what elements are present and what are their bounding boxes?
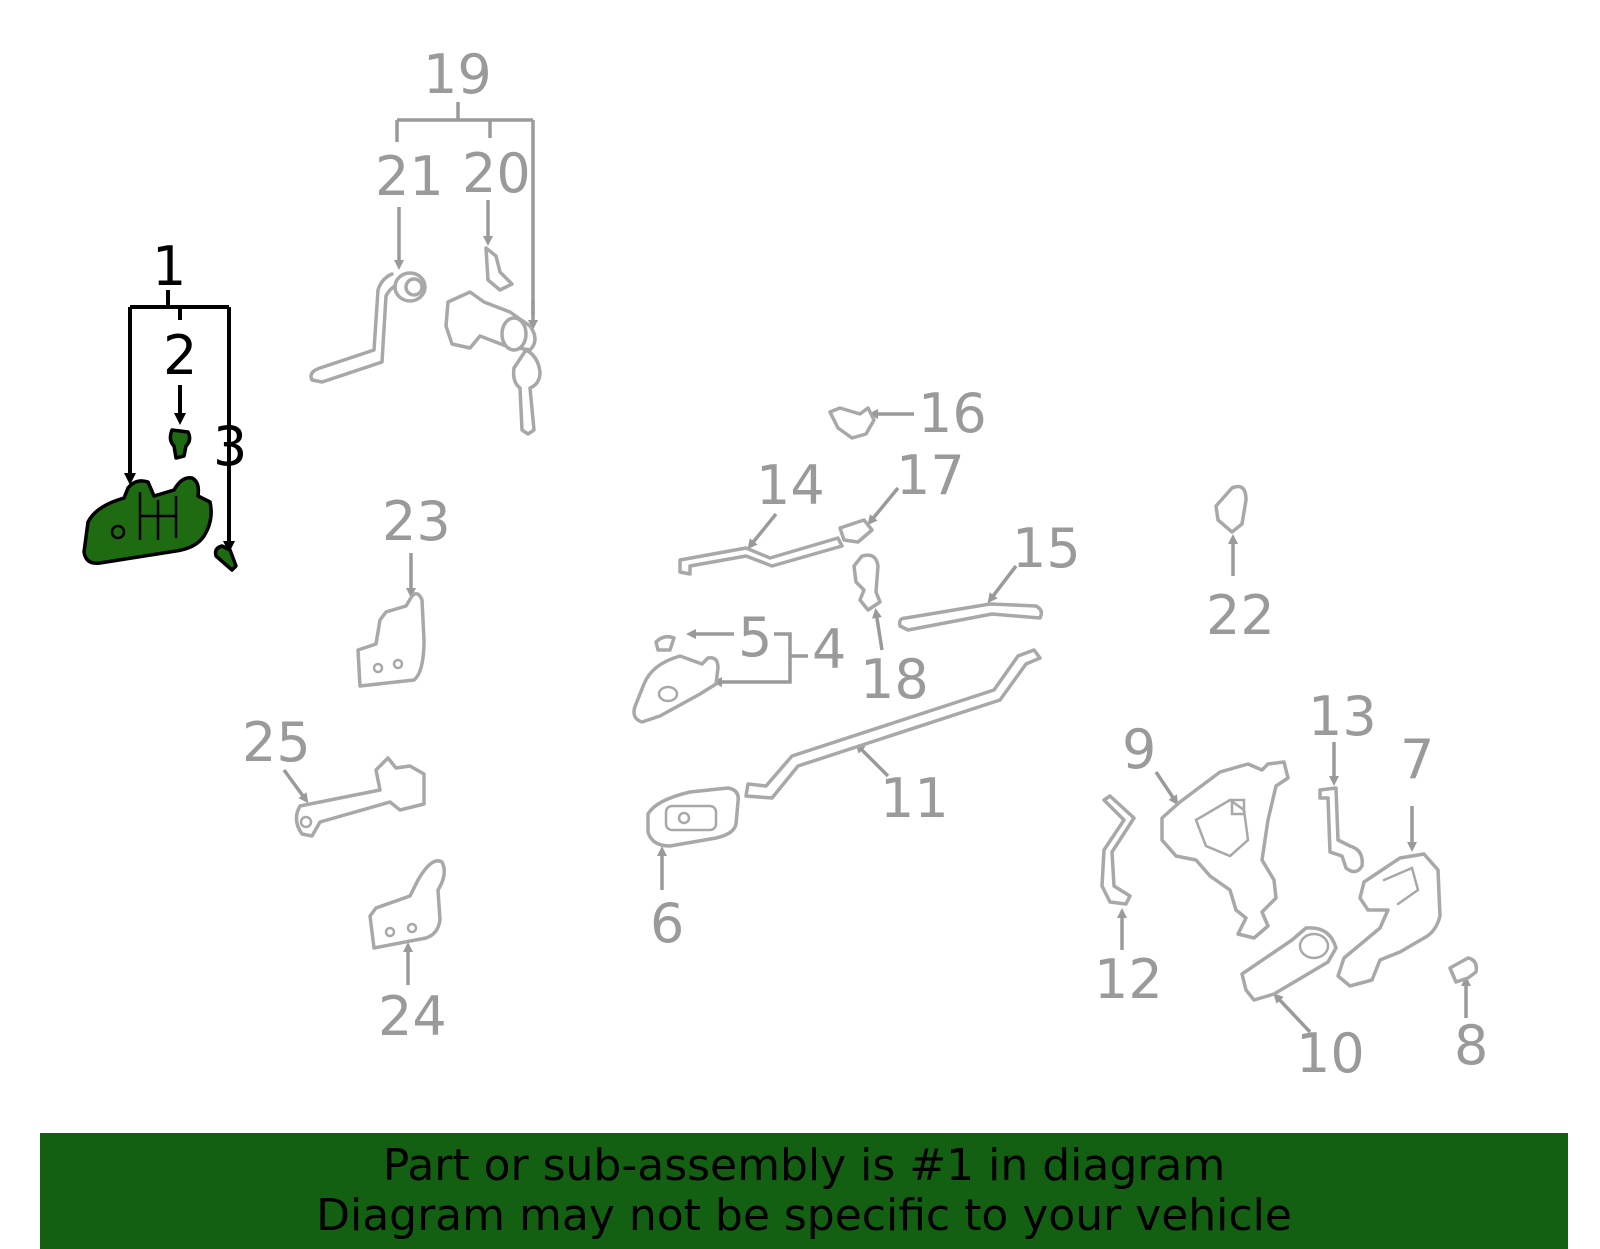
actuator-10-motor bbox=[1298, 932, 1330, 960]
callout-7[interactable]: 7 bbox=[1400, 728, 1434, 791]
callout-13[interactable]: 13 bbox=[1308, 685, 1377, 748]
inside-handle-part[interactable] bbox=[82, 476, 213, 566]
hinge-23-hole-a bbox=[372, 662, 384, 674]
cap-20-part[interactable] bbox=[484, 246, 514, 292]
screw-part[interactable] bbox=[213, 544, 238, 572]
part-group-7[interactable]: 7 bbox=[1336, 728, 1442, 988]
screw-8-part[interactable] bbox=[1448, 956, 1479, 984]
callout-24[interactable]: 24 bbox=[378, 985, 447, 1048]
handle-detail bbox=[138, 492, 178, 540]
callout-21[interactable]: 21 bbox=[375, 145, 444, 208]
cylinder-21-face bbox=[404, 277, 424, 297]
callout-1[interactable]: 1 bbox=[152, 235, 186, 298]
part-group-10[interactable]: 10 bbox=[1240, 926, 1365, 1085]
part-group-9[interactable]: 9 bbox=[1122, 718, 1290, 940]
part-group-8[interactable]: 8 bbox=[1448, 956, 1488, 1077]
part-group-19[interactable]: 19 21 20 bbox=[309, 43, 542, 436]
callout-15[interactable]: 15 bbox=[1012, 517, 1081, 580]
bracket-19 bbox=[395, 102, 535, 315]
rod-21-part[interactable] bbox=[309, 272, 406, 384]
screw-5-part[interactable] bbox=[654, 634, 676, 652]
actuator-10-part[interactable] bbox=[1240, 926, 1338, 1002]
callout-2[interactable]: 2 bbox=[163, 324, 197, 387]
info-banner: Part or sub-assembly is #1 in diagram Di… bbox=[40, 1133, 1568, 1249]
callout-11[interactable]: 11 bbox=[880, 767, 949, 830]
part-group-1[interactable]: 1 2 3 bbox=[82, 235, 247, 572]
callout-4[interactable]: 4 bbox=[812, 618, 846, 681]
part-group-13[interactable]: 13 bbox=[1308, 685, 1377, 874]
bezel-4-hole bbox=[657, 685, 679, 703]
callout-19[interactable]: 19 bbox=[423, 43, 492, 106]
arrow-11 bbox=[855, 743, 890, 778]
callout-20[interactable]: 20 bbox=[462, 142, 531, 205]
arrow-14 bbox=[747, 512, 778, 550]
lock-19-barrel bbox=[500, 316, 528, 352]
callout-16[interactable]: 16 bbox=[918, 382, 987, 445]
handle-6-part[interactable] bbox=[646, 786, 741, 848]
banner-line-2: Diagram may not be specific to your vehi… bbox=[316, 1190, 1292, 1241]
part-group-25[interactable]: 25 bbox=[242, 711, 426, 838]
arrow-15 bbox=[987, 564, 1018, 604]
part-group-24[interactable]: 24 bbox=[368, 859, 447, 1048]
latch-9-part[interactable] bbox=[1160, 760, 1290, 940]
callout-8[interactable]: 8 bbox=[1454, 1014, 1488, 1077]
callout-18[interactable]: 18 bbox=[860, 648, 929, 711]
arrow-25 bbox=[282, 768, 309, 804]
callout-17[interactable]: 17 bbox=[896, 444, 965, 507]
callout-25[interactable]: 25 bbox=[242, 711, 311, 774]
hinge-24-hole-a bbox=[384, 926, 396, 938]
bracket-4 bbox=[712, 632, 792, 687]
clip-part[interactable] bbox=[168, 428, 192, 460]
part-group-18[interactable]: 18 bbox=[852, 553, 929, 711]
arrow-10 bbox=[1273, 993, 1312, 1034]
part-group-12[interactable]: 12 bbox=[1094, 794, 1163, 1011]
check-25-part[interactable] bbox=[294, 756, 426, 838]
rod-11-part[interactable] bbox=[744, 648, 1042, 800]
callout-10[interactable]: 10 bbox=[1296, 1022, 1365, 1085]
handle-6-keyhole bbox=[677, 811, 691, 825]
bumper-22-part[interactable] bbox=[1214, 484, 1248, 534]
part-group-6[interactable]: 6 bbox=[646, 786, 741, 955]
handle-6-recess bbox=[664, 804, 718, 832]
callout-22[interactable]: 22 bbox=[1206, 584, 1275, 647]
lock-7-part[interactable] bbox=[1336, 852, 1442, 988]
latch-9-detail bbox=[1194, 798, 1250, 858]
part-group-14[interactable]: 14 bbox=[678, 454, 844, 576]
hinge-24-part[interactable] bbox=[368, 859, 446, 950]
part-group-16[interactable]: 16 bbox=[828, 382, 987, 445]
handle-hole bbox=[110, 524, 126, 540]
key-19-part[interactable] bbox=[511, 348, 542, 436]
part-group-17[interactable]: 17 bbox=[838, 444, 965, 544]
rod-15-part[interactable] bbox=[897, 602, 1044, 632]
banner-line-1: Part or sub-assembly is #1 in diagram bbox=[382, 1140, 1226, 1191]
hinge-23-part[interactable] bbox=[356, 592, 426, 688]
arrow-9 bbox=[1154, 771, 1179, 806]
part-group-22[interactable]: 22 bbox=[1206, 484, 1275, 648]
rod-13-part[interactable] bbox=[1318, 786, 1364, 874]
callout-5[interactable]: 5 bbox=[738, 606, 772, 669]
arrow-17 bbox=[867, 486, 900, 526]
callout-6[interactable]: 6 bbox=[650, 892, 684, 955]
rod-14-part[interactable] bbox=[678, 536, 844, 576]
check-25-hole bbox=[299, 815, 313, 829]
callout-9[interactable]: 9 bbox=[1122, 718, 1156, 781]
part-group-23[interactable]: 23 bbox=[356, 490, 451, 688]
lock-7-detail bbox=[1382, 866, 1420, 906]
clip-18-part[interactable] bbox=[852, 553, 882, 612]
latch-9-block bbox=[1230, 798, 1246, 816]
callout-23[interactable]: 23 bbox=[382, 490, 451, 553]
part-group-4[interactable]: 5 4 bbox=[632, 606, 846, 724]
clip-17-part[interactable] bbox=[838, 518, 874, 544]
hinge-24-hole-b bbox=[406, 922, 418, 934]
bracket-1 bbox=[128, 290, 231, 542]
clip-16-part[interactable] bbox=[828, 406, 876, 440]
part-group-15[interactable]: 15 bbox=[897, 517, 1081, 632]
callout-12[interactable]: 12 bbox=[1094, 948, 1163, 1011]
callout-14[interactable]: 14 bbox=[756, 454, 825, 517]
hinge-23-hole-b bbox=[392, 658, 404, 670]
part-group-11[interactable]: 11 bbox=[744, 648, 1042, 830]
arrow-18 bbox=[871, 608, 884, 651]
rod-12-part[interactable] bbox=[1100, 794, 1136, 906]
